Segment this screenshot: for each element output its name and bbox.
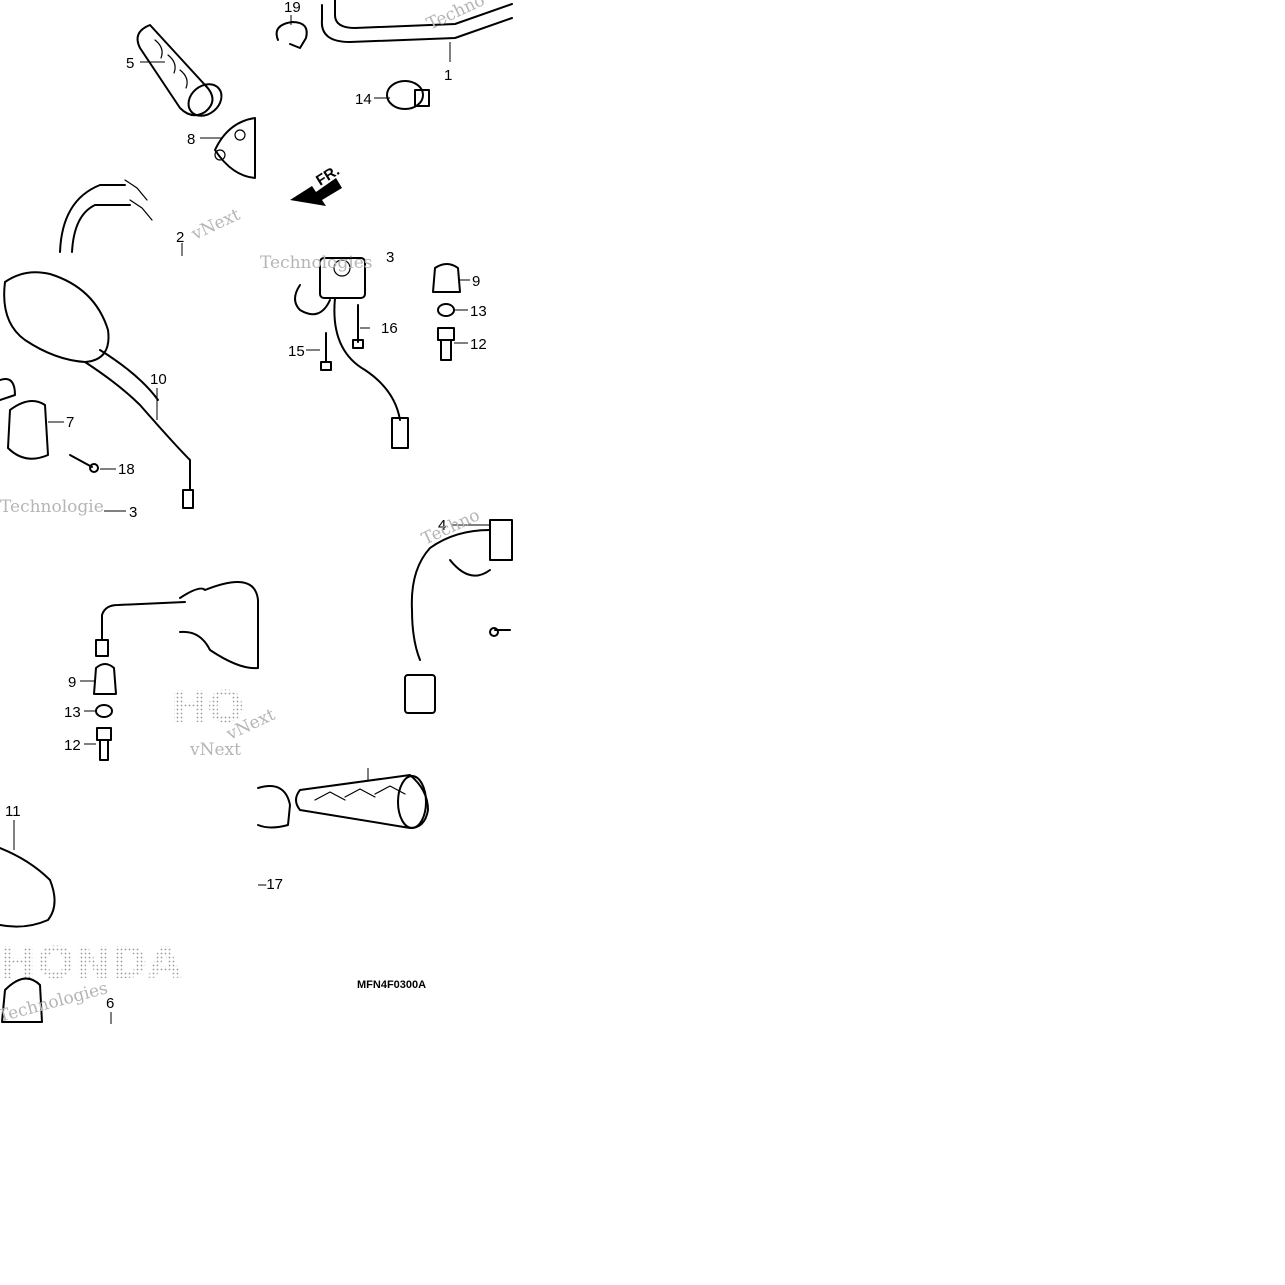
label-3-left: 3 <box>129 504 137 521</box>
left-grip <box>295 774 429 829</box>
label-19: 19 <box>284 0 301 16</box>
label-13-left: 13 <box>64 704 81 721</box>
watermark-3: vNext <box>189 740 241 760</box>
brand-watermark-bottom: HONDA <box>0 938 182 989</box>
label-4: 4 <box>438 517 446 534</box>
label-14: 14 <box>355 91 372 108</box>
nut-upper <box>437 303 455 317</box>
callout-labels: 1 2 3 3 4 5 6 7 8 9 9 10 11 12 12 13 13 … <box>5 0 487 1012</box>
front-arrow-icon <box>290 178 342 206</box>
switch-housing-left <box>257 785 291 829</box>
switch-housing-upper <box>214 117 256 179</box>
brand-watermark-top: HO <box>170 682 244 733</box>
switch-housing-lower <box>0 378 49 460</box>
handlebar <box>320 0 513 43</box>
brake-switch-harness <box>294 257 409 449</box>
mirror-right <box>95 581 259 670</box>
watermarks: Techno vNext vNext Technologies Technolo… <box>0 0 488 1027</box>
label-3-top: 3 <box>386 249 394 266</box>
nut-lower <box>95 704 113 718</box>
watermark-6: Techno <box>419 505 483 549</box>
throttle-grip <box>136 24 223 117</box>
wire-band <box>386 80 430 110</box>
end-cap-lower <box>93 663 117 695</box>
label-13-right: 13 <box>470 303 487 320</box>
label-18: 18 <box>118 461 135 478</box>
collar-upper <box>437 327 455 361</box>
wire-clip <box>275 21 308 49</box>
bolt-15 <box>320 332 332 371</box>
label-9-left: 9 <box>68 674 76 691</box>
label-12-left: 12 <box>64 737 81 754</box>
end-cap-upper <box>432 263 461 293</box>
label-9-right: 9 <box>472 273 480 290</box>
leader-lines <box>13 15 490 1024</box>
watermark-4: Technologies <box>260 253 373 273</box>
label-16: 16 <box>381 320 398 337</box>
switch-lower-6 <box>1 977 43 1023</box>
label-1: 1 <box>444 67 452 84</box>
label-11: 11 <box>5 803 21 820</box>
label-5: 5 <box>126 55 134 72</box>
watermark-5: Technologie <box>0 497 104 517</box>
diagram-code: MFN4F0300A <box>357 979 426 991</box>
throttle-cables <box>59 179 153 253</box>
screw-18 <box>69 454 99 473</box>
collar-lower <box>96 727 112 761</box>
label-7: 7 <box>66 414 74 431</box>
label-17: –17 <box>258 876 283 893</box>
label-15: 15 <box>288 343 305 360</box>
label-12-right: 12 <box>470 336 487 353</box>
label-2: 2 <box>176 229 184 246</box>
watermark-2: vNext <box>188 205 244 245</box>
mirror-left <box>3 271 194 509</box>
bolt-16 <box>352 304 364 349</box>
label-6: 6 <box>106 995 114 1012</box>
label-10: 10 <box>150 371 167 388</box>
mirror-left-lower <box>0 847 56 928</box>
clutch-switch-harness <box>404 519 513 714</box>
label-8: 8 <box>187 131 195 148</box>
